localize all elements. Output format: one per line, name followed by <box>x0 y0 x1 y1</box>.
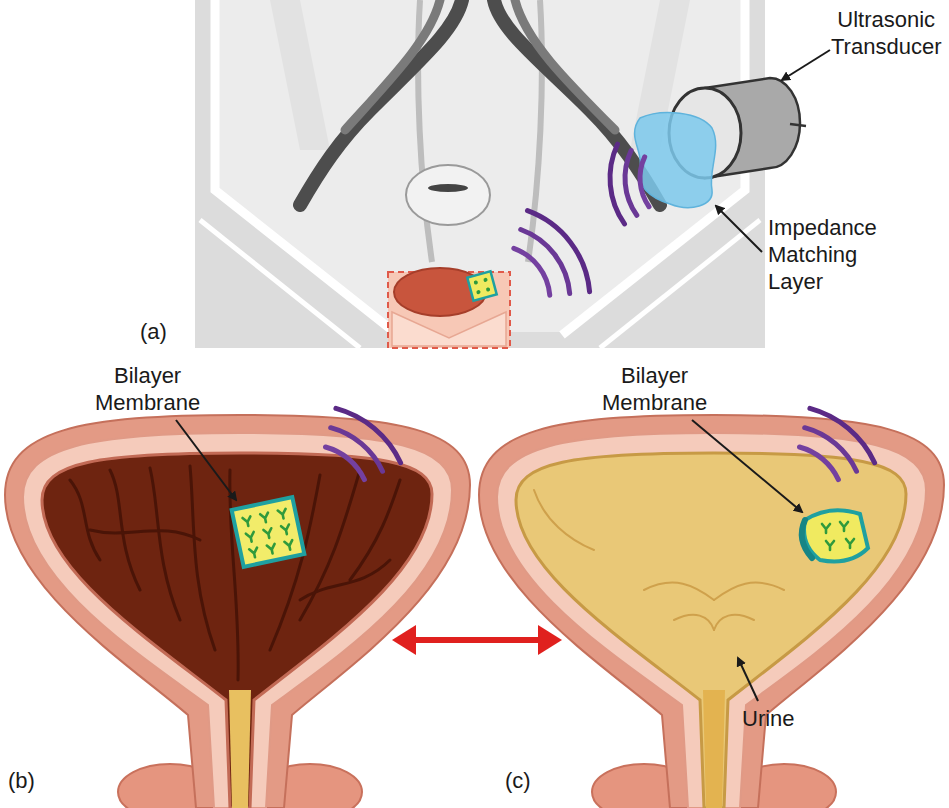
leader-line <box>692 420 802 512</box>
leader-line <box>176 420 236 500</box>
pelvic-floor <box>392 312 506 346</box>
membrane-mark <box>260 513 270 523</box>
panel-label: (c) <box>505 767 531 794</box>
fold <box>230 470 238 680</box>
sound-wave <box>805 428 857 472</box>
ripple <box>714 583 784 600</box>
fold <box>90 530 200 540</box>
membrane-dot <box>476 290 481 295</box>
bilayer-membrane <box>232 497 305 567</box>
panel-label: (b) <box>8 767 35 794</box>
body-ground <box>195 0 765 348</box>
sound-wave <box>326 447 365 480</box>
membrane-mark <box>281 524 291 534</box>
blood-vessel <box>515 0 615 130</box>
sound-wave <box>521 230 570 294</box>
bladder-wall <box>5 415 470 808</box>
bilayer-membrane <box>804 510 868 561</box>
blood-vessel <box>345 0 440 130</box>
membrane-mark <box>246 532 256 542</box>
membrane-mark <box>284 540 294 550</box>
sound-wave <box>331 428 383 472</box>
arrow-shaft <box>410 637 544 643</box>
urine-fill <box>516 453 906 808</box>
membrane-dot <box>483 277 488 282</box>
panel-label: (a) <box>140 318 167 345</box>
abdomen-region <box>215 0 745 332</box>
part-label: Bilayer Membrane <box>95 362 200 416</box>
transducer-cable <box>790 124 806 126</box>
leader-line <box>738 658 758 701</box>
muscle-band <box>270 0 330 150</box>
urine-ripples <box>534 490 784 630</box>
transducer <box>610 78 806 224</box>
urethra <box>229 690 251 808</box>
fold <box>150 468 180 620</box>
part-label: Impedance Matching Layer <box>768 214 877 295</box>
leader-lines <box>176 50 830 701</box>
membrane-small <box>467 271 496 300</box>
membrane-mark <box>846 539 854 548</box>
blood-vessel <box>494 0 660 205</box>
bladder-full <box>479 408 944 808</box>
sound-wave <box>528 211 590 292</box>
leader-line <box>716 206 762 252</box>
part-label: Urine <box>742 705 795 732</box>
pelvic-edge <box>215 0 398 335</box>
bladder-wall <box>479 415 944 808</box>
membrane-mark <box>826 541 834 550</box>
fold <box>300 560 390 600</box>
membrane-flat <box>232 497 305 567</box>
bladder-empty <box>5 408 470 808</box>
arrow-head <box>538 625 562 655</box>
fold <box>190 466 215 650</box>
membrane-mark <box>263 528 273 538</box>
membrane-mark <box>840 522 848 531</box>
sound-wave <box>336 408 401 462</box>
sound-wave <box>625 151 637 216</box>
uterus-slit <box>428 184 468 192</box>
sound-wave <box>800 447 839 480</box>
fold <box>110 470 140 590</box>
sound-wave <box>610 144 624 224</box>
bladder-layer <box>497 433 926 808</box>
impedance-layer <box>635 113 716 208</box>
groin-line <box>600 220 760 348</box>
membrane-mark <box>249 548 259 558</box>
membrane-curled <box>802 510 868 561</box>
membrane-mark <box>267 544 277 554</box>
arrow-head <box>392 625 416 655</box>
bladder-layer <box>23 433 452 808</box>
membrane-curl <box>802 520 812 558</box>
ripple <box>714 615 754 630</box>
ripple <box>534 490 594 550</box>
groin-line <box>200 220 360 348</box>
membrane-dot <box>486 287 491 292</box>
uterus <box>406 165 490 225</box>
ripple <box>644 583 714 600</box>
sound-wave <box>514 248 550 295</box>
pelvis-view <box>195 0 765 348</box>
fold <box>300 470 360 620</box>
sound-wave <box>810 408 875 462</box>
ripple <box>674 615 714 630</box>
membrane-mark <box>278 509 288 519</box>
part-label: Ultrasonic Transducer <box>831 6 941 60</box>
membrane-mark <box>243 516 253 526</box>
membrane-dot <box>473 280 478 285</box>
bladder-lumen <box>42 453 432 808</box>
fold <box>70 480 100 560</box>
leader-line <box>782 50 830 80</box>
transition-arrow <box>392 625 562 655</box>
urethra <box>703 690 725 808</box>
part-label: Bilayer Membrane <box>602 362 707 416</box>
membrane-mark <box>822 524 830 533</box>
fold <box>350 480 400 580</box>
sound-wave <box>640 157 649 207</box>
bilayer-membrane <box>467 271 496 300</box>
